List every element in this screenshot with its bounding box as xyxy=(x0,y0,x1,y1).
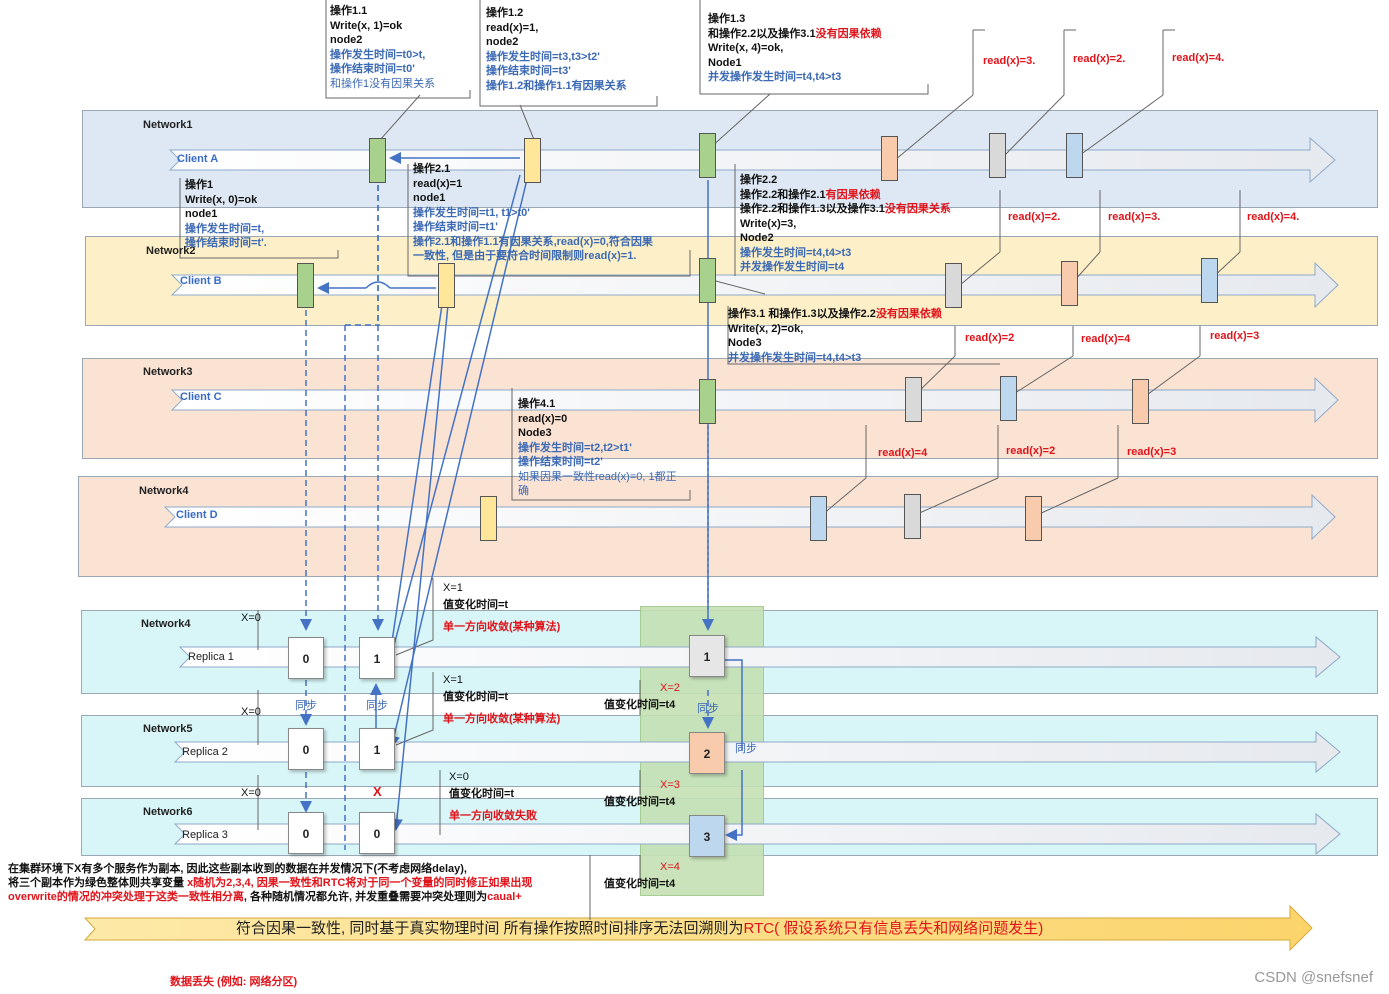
read-label-d-1: read(x)=4 xyxy=(878,447,928,459)
op-1-2-box[interactable] xyxy=(524,138,541,183)
read-a-2-box[interactable] xyxy=(989,133,1006,178)
sync-label-3: 同步 xyxy=(697,703,719,715)
op-1-3-box[interactable] xyxy=(699,133,716,178)
note-op-1-2: 操作1.2 read(x)=1, node2 操作发生时间=t3,t3>t2' … xyxy=(486,7,627,92)
note-op-2-2: 操作2.2 操作2.2和操作2.1有因果依赖 操作2.2和操作1.3以及操作3.… xyxy=(740,174,951,273)
x-equals-3-label: X=3 xyxy=(660,779,680,791)
client-c-label: Client C xyxy=(180,391,222,403)
read-b-1-box[interactable] xyxy=(945,263,962,308)
network5-title: Network5 xyxy=(143,723,193,735)
timeline-client-c xyxy=(170,376,1339,424)
read-label-c-2: read(x)=4 xyxy=(1081,333,1131,345)
network4b-title: Network4 xyxy=(141,618,191,630)
value-change-time-2: 值变化时间=t xyxy=(443,691,509,703)
replica-2-value-0[interactable]: 0 xyxy=(288,728,324,770)
x-equals-1-label-2: X=1 xyxy=(443,674,463,686)
read-a-1-box[interactable] xyxy=(881,136,898,181)
replica-3-value-0[interactable]: 0 xyxy=(288,812,324,854)
note-op-1-3: 操作1.3 和操作2.2以及操作3.1没有因果依赖 Write(x, 4)=ok… xyxy=(708,13,882,83)
lost-mark: X xyxy=(373,784,382,799)
read-label-a-3: read(x)=4. xyxy=(1172,52,1225,64)
op-1-1-box[interactable] xyxy=(369,138,386,183)
sync-label-1: 同步 xyxy=(295,700,317,712)
replica-2-label: Replica 2 xyxy=(182,746,228,758)
read-d-1-box[interactable] xyxy=(810,496,827,541)
op-4-1-box[interactable] xyxy=(480,496,497,541)
network1-title: Network1 xyxy=(143,119,193,131)
note-op-1: 操作1 Write(x, 0)=ok node1 操作发生时间=t, 操作结束时… xyxy=(185,179,267,249)
replica-1-value-0[interactable]: 0 xyxy=(288,637,324,679)
value-change-time-t4-1: 值变化时间=t4 xyxy=(604,699,676,711)
op-1-box[interactable] xyxy=(297,263,314,308)
read-label-d-3: read(x)=3 xyxy=(1127,446,1177,458)
read-d-3-box[interactable] xyxy=(1025,496,1042,541)
op-3-1-box[interactable] xyxy=(699,379,716,424)
read-c-1-box[interactable] xyxy=(905,377,922,422)
client-d-label: Client D xyxy=(176,509,218,521)
replica-2-value-1[interactable]: 1 xyxy=(359,728,395,770)
sync-label-2: 同步 xyxy=(366,700,388,712)
value-change-time-3: 值变化时间=t xyxy=(449,788,515,800)
data-loss-label: 数据丢失 (例如: 网络分区) xyxy=(170,976,298,988)
client-a-label: Client A xyxy=(177,153,219,165)
watermark: CSDN @snefsnef xyxy=(1254,969,1373,986)
note-op-2-1: 操作2.1 read(x)=1 node1 操作发生时间=t1, t1>t0' … xyxy=(413,163,653,262)
x-equals-4-label: X=4 xyxy=(660,861,680,873)
replica-2-value-2[interactable]: 2 xyxy=(689,732,725,774)
replica-1-value-2[interactable]: 1 xyxy=(689,635,725,677)
value-change-time-1: 值变化时间=t xyxy=(443,599,509,611)
read-a-3-box[interactable] xyxy=(1066,133,1083,178)
read-b-3-box[interactable] xyxy=(1201,258,1218,303)
read-label-b-3: read(x)=4. xyxy=(1247,211,1300,223)
timeline-client-b xyxy=(170,261,1339,309)
op-2-2-box[interactable] xyxy=(699,258,716,303)
convergence-fail-label: 单一方向收敛失败 xyxy=(449,810,537,822)
read-label-b-1: read(x)=2. xyxy=(1008,211,1061,223)
x-equals-1-label: X=1 xyxy=(443,582,463,594)
client-b-label: Client B xyxy=(180,275,222,287)
rtc-banner-arrow xyxy=(83,904,1313,952)
timeline-replica-1 xyxy=(178,635,1341,679)
replica-3-label: Replica 3 xyxy=(182,829,228,841)
value-change-time-t4-3: 值变化时间=t4 xyxy=(604,878,676,890)
convergence-label-1: 单一方向收敛(某种算法) xyxy=(443,621,561,633)
read-label-a-1: read(x)=3. xyxy=(983,55,1036,67)
network2-title: Network2 xyxy=(146,245,196,257)
note-op-1-1: 操作1.1 Write(x, 1)=ok node2 操作发生时间=t0>t, … xyxy=(330,5,436,90)
timeline-replica-3 xyxy=(173,812,1341,856)
x-equals-0-label-2: X=0 xyxy=(241,706,261,718)
timeline-client-d xyxy=(163,493,1336,541)
read-d-2-box[interactable] xyxy=(904,494,921,539)
read-label-c-1: read(x)=2 xyxy=(965,332,1015,344)
network6-title: Network6 xyxy=(143,806,193,818)
replica-1-value-1[interactable]: 1 xyxy=(359,637,395,679)
x-equals-0-label-3: X=0 xyxy=(449,771,469,783)
network3-title: Network3 xyxy=(143,366,193,378)
rtc-banner-text: 符合因果一致性, 同时基于真实物理时间 所有操作按照时间排序无法回溯则为RTC(… xyxy=(236,920,1044,937)
replica-3-value-2[interactable]: 3 xyxy=(689,815,725,857)
network4-title: Network4 xyxy=(139,485,189,497)
footer-explanation: 在集群环境下X有多个服务作为副本, 因此这些副本收到的数据在并发情况下(不考虑网… xyxy=(8,863,533,903)
replica-3-value-1[interactable]: 0 xyxy=(359,812,395,854)
read-label-b-2: read(x)=3. xyxy=(1108,211,1161,223)
convergence-label-2: 单一方向收敛(某种算法) xyxy=(443,713,561,725)
replica-1-label: Replica 1 xyxy=(188,651,234,663)
read-label-d-2: read(x)=2 xyxy=(1006,445,1056,457)
timeline-client-a xyxy=(168,136,1336,184)
note-op-3-1: 操作3.1 和操作1.3以及操作2.2没有因果依赖 Write(x, 2)=ok… xyxy=(728,308,942,364)
read-c-3-box[interactable] xyxy=(1132,379,1149,424)
value-change-time-t4-2: 值变化时间=t4 xyxy=(604,796,676,808)
read-label-c-3: read(x)=3 xyxy=(1210,330,1260,342)
read-c-2-box[interactable] xyxy=(1000,376,1017,421)
read-label-a-2: read(x)=2. xyxy=(1073,53,1126,65)
timeline-replica-2 xyxy=(173,730,1341,774)
x-equals-2-label: X=2 xyxy=(660,682,680,694)
read-b-2-box[interactable] xyxy=(1061,261,1078,306)
note-op-4-1: 操作4.1 read(x)=0 Node3 操作发生时间=t2,t2>t1' 操… xyxy=(518,398,677,497)
x-equals-0-label-1: X=0 xyxy=(241,612,261,624)
sync-label-4: 同步 xyxy=(735,743,757,755)
x-equals-0-label-4: X=0 xyxy=(241,787,261,799)
op-2-1-box[interactable] xyxy=(438,263,455,308)
